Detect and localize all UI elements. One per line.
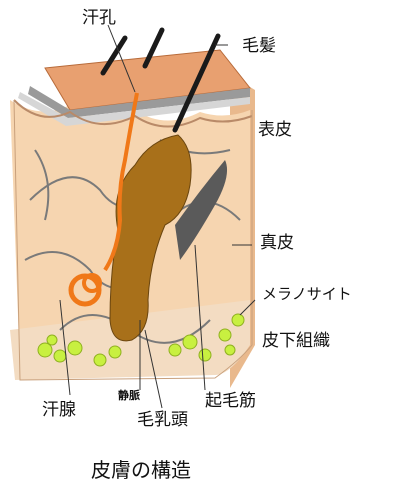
label-epidermis: 表皮 — [258, 122, 292, 139]
label-hair: 毛髪 — [242, 38, 276, 55]
label-dermal-papilla: 毛乳頭 — [137, 412, 188, 429]
label-sweat-gland: 汗腺 — [42, 402, 76, 419]
label-dermis: 真皮 — [260, 235, 294, 252]
label-melanocyte: メラノサイト — [262, 287, 352, 302]
diagram-caption: 皮膚の構造 — [91, 460, 191, 480]
label-sweat-pore: 汗孔 — [82, 10, 116, 27]
label-vein: 静脈 — [118, 390, 140, 401]
label-subcutaneous: 皮下組織 — [262, 333, 330, 350]
label-arrector-pili: 起毛筋 — [205, 393, 256, 410]
